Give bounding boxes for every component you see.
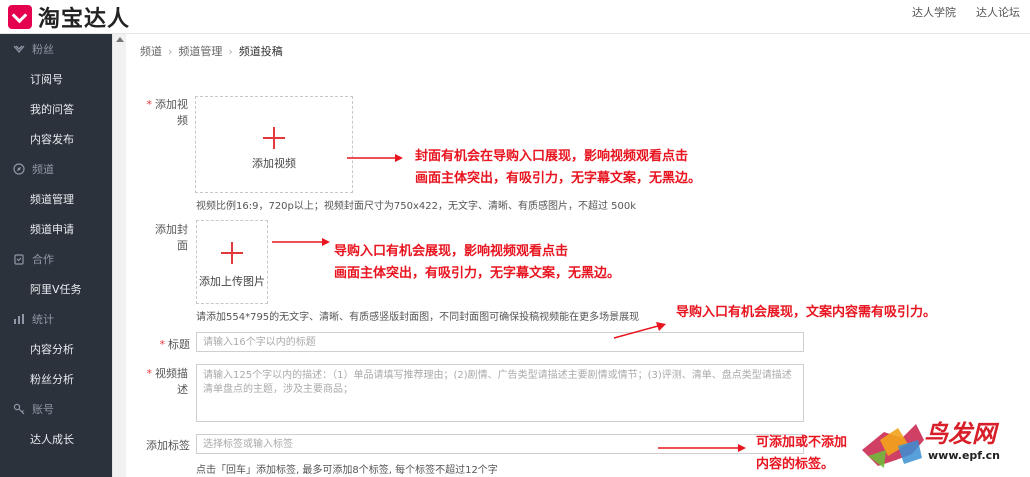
clipboard-icon	[12, 252, 26, 266]
tags-label: 添加标签	[146, 439, 190, 452]
sidebar-item-channel-manage[interactable]: 频道管理	[30, 193, 74, 206]
compass-icon	[12, 162, 26, 176]
annotation-arrow-cover	[272, 238, 330, 246]
breadcrumb-channel-manage[interactable]: 频道管理	[178, 45, 223, 58]
required-mark: *	[146, 98, 153, 111]
annotation-video: 封面有机会在导购入口展现，影响视频观看点击 画面主体突出，有吸引力，无字幕文案，…	[415, 146, 701, 190]
annotation-tags-line1: 可添加或不添加	[756, 435, 848, 450]
annotation-cover: 导购入口有机会展现，影响视频观看点击 画面主体突出，有吸引力，无字幕文案，无黑边…	[334, 241, 620, 285]
video-upload-text: 添加视频	[252, 157, 296, 170]
top-links: 达人学院 达人论坛	[912, 4, 1020, 20]
annotation-cover-line1: 导购入口有机会展现，影响视频观看点击	[334, 244, 569, 259]
link-daren-forum[interactable]: 达人论坛	[976, 6, 1020, 19]
sidebar-item-fans-analysis[interactable]: 粉丝分析	[30, 373, 74, 386]
description-textarea[interactable]	[196, 364, 804, 422]
breadcrumb-channel[interactable]: 频道	[140, 45, 162, 58]
description-label: *视频描 述	[146, 366, 189, 398]
annotation-video-line2: 画面主体突出，有吸引力，无字幕文案，无黑边。	[415, 171, 702, 186]
description-label-line1: 视频描	[155, 367, 188, 380]
logo-text: 淘宝达人	[38, 7, 131, 32]
cover-hint: 请添加554*795的无文字、清晰、有质感竖版封面图，不同封面图可确保投稿视频能…	[196, 312, 640, 323]
cover-label: 添加封面	[155, 223, 188, 252]
sidebar-item-content-publish[interactable]: 内容发布	[30, 133, 74, 146]
annotation-tags: 可添加或不添加 内容的标签。	[756, 432, 847, 476]
sidebar-group-account[interactable]: 账号	[0, 394, 112, 424]
sidebar-group-label: 粉丝	[32, 43, 54, 56]
sidebar-group-channel[interactable]: 频道	[0, 154, 112, 184]
sidebar: 粉丝 订阅号 我的问答 内容发布 频道 频道管理 频道申请 合作 阿里V任务 统…	[0, 34, 112, 477]
cover-upload-text: 添加上传图片	[199, 275, 265, 288]
description-label-line2: 述	[177, 383, 188, 396]
sidebar-item-daren-growth[interactable]: 达人成长	[30, 433, 74, 446]
sidebar-group-label: 频道	[32, 163, 54, 176]
link-daren-academy[interactable]: 达人学院	[912, 6, 956, 19]
title-input[interactable]	[196, 332, 804, 352]
sidebar-item-my-qa[interactable]: 我的问答	[30, 103, 74, 116]
tags-hint: 点击「回车」添加标签, 最多可添加8个标签, 每个标签不超过12个字	[196, 465, 498, 476]
video-hint: 视频比例16:9，720p以上；视频封面尺寸为750x422，无文字、清晰、有质…	[196, 201, 637, 212]
annotation-cover-line2: 画面主体突出，有吸引力，无字幕文案，无黑边。	[334, 266, 621, 281]
sidebar-item-content-analysis[interactable]: 内容分析	[30, 343, 74, 356]
cover-upload-box[interactable]: 添加上传图片	[196, 220, 268, 304]
sidebar-item-channel-apply[interactable]: 频道申请	[30, 223, 74, 236]
logo-mark-icon	[8, 5, 32, 29]
sidebar-group-stats[interactable]: 统计	[0, 304, 112, 334]
video-label-line2: 频	[177, 114, 188, 127]
video-upload-box[interactable]: 添加视频	[195, 96, 353, 193]
sidebar-group-fans[interactable]: 粉丝	[0, 34, 112, 64]
key-icon	[12, 402, 26, 416]
sidebar-item-subscription[interactable]: 订阅号	[30, 73, 63, 86]
sidebar-group-label: 账号	[32, 403, 54, 416]
title-label-text: 标题	[168, 338, 190, 351]
sidebar-group-cooperation[interactable]: 合作	[0, 244, 112, 274]
chevron-right-icon: ›	[168, 44, 173, 58]
watermark-url: www.epf.cn	[928, 449, 1001, 462]
chart-icon	[12, 312, 26, 326]
annotation-title: 导购入口有机会展现，文案内容需有吸引力。	[676, 305, 937, 320]
fans-icon	[12, 42, 26, 56]
video-label: *添加视 频	[146, 97, 189, 129]
sidebar-group-label: 统计	[32, 313, 54, 326]
sidebar-item-ali-v-task[interactable]: 阿里V任务	[30, 283, 82, 296]
breadcrumb-current: 频道投稿	[238, 45, 283, 58]
page-scrollbar[interactable]	[112, 34, 126, 477]
required-mark: *	[146, 367, 153, 380]
top-bar: 淘宝达人 达人学院 达人论坛	[0, 0, 1030, 34]
title-label: *标题	[150, 336, 191, 352]
required-mark: *	[159, 338, 166, 351]
taobao-daren-logo[interactable]: 淘宝达人	[8, 2, 130, 32]
bird-logo-watermark-icon	[862, 424, 924, 468]
tags-input[interactable]	[196, 434, 804, 454]
chevron-right-icon: ›	[228, 44, 233, 58]
plus-icon	[221, 242, 243, 265]
watermark-title: 鸟发网	[924, 419, 996, 448]
annotation-video-line1: 封面有机会在导购入口展现，影响视频观看点击	[415, 149, 689, 164]
breadcrumb: 频道 › 频道管理 › 频道投稿	[140, 43, 283, 59]
annotation-tags-line2: 内容的标签。	[756, 457, 835, 472]
annotation-arrow-tags	[658, 444, 746, 452]
scroll-up-arrow-icon[interactable]	[116, 37, 124, 42]
video-label-line1: 添加视	[155, 98, 188, 111]
sidebar-group-label: 合作	[32, 253, 54, 266]
annotation-arrow-video	[347, 154, 403, 162]
plus-icon	[263, 127, 285, 150]
annotation-arrow-title	[613, 322, 666, 339]
